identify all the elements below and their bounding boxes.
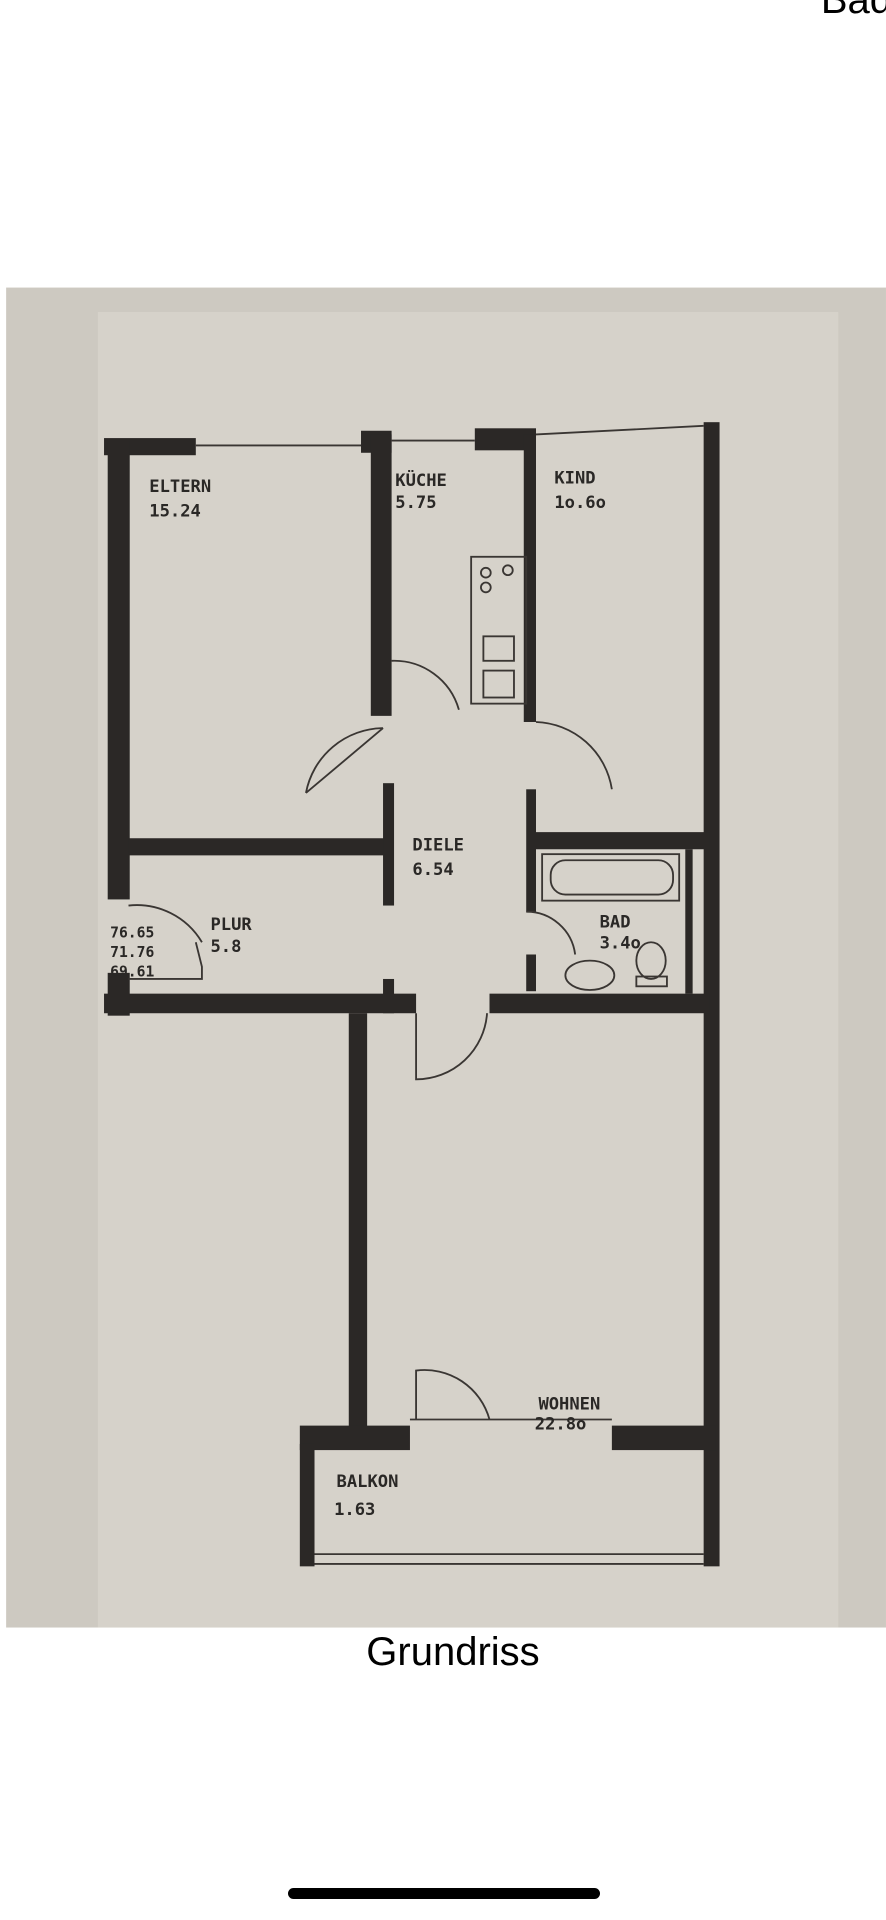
room-bad-area: 3.4o [600,933,641,953]
room-balkon-area: 1.63 [334,1500,375,1520]
room-diele-name: DIELE [412,835,464,855]
top-label: Bad [820,0,886,22]
total-area-3: 69.61 [110,964,154,981]
image-caption: Grundriss [366,1630,540,1674]
room-balkon-name: BALKON [337,1472,399,1492]
room-kueche-name: KÜCHE [395,469,447,491]
room-kind-name: KIND [554,468,595,488]
paper-sheet [97,312,839,1628]
room-wohnen-name: WOHNEN [538,1395,600,1415]
room-eltern-name: ELTERN [149,477,211,497]
room-bad-name: BAD [600,913,631,933]
room-eltern-area: 15.24 [149,501,201,521]
total-area-1: 76.65 [110,924,154,941]
room-plur-name: PLUR [210,915,252,935]
room-kueche-area: 5.75 [395,493,436,513]
home-indicator[interactable] [288,1888,600,1899]
room-plur-area: 5.8 [210,937,241,957]
room-diele-area: 6.54 [412,860,453,880]
room-kind-area: 1o.6o [554,493,606,513]
room-labels: ELTERN 15.24 KÜCHE 5.75 KIND 1o.6o DIELE… [110,468,641,1520]
room-wohnen-area: 22.8o [535,1414,587,1434]
total-area-2: 71.76 [110,944,154,961]
thin-lines [128,424,704,1565]
